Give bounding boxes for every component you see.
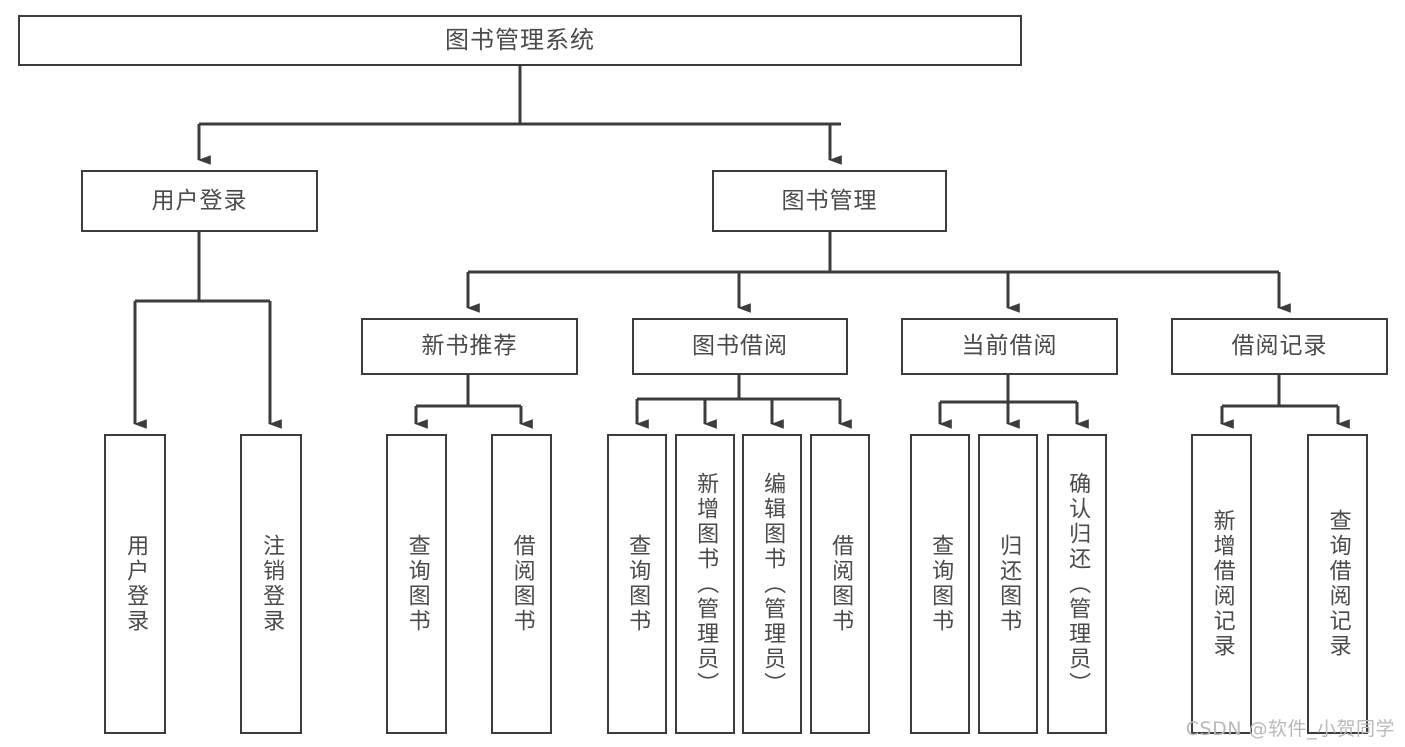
- node-leaf-query-record[interactable]: 查询借阅记录: [1307, 434, 1368, 734]
- node-leaf-add-book-label: 新增图书（管理员）: [693, 471, 719, 697]
- node-leaf-borrow-book-1-label: 借阅图书: [509, 534, 535, 634]
- csdn-watermark: CSDN @软件_小贺同学: [1185, 718, 1395, 740]
- node-leaf-query-book-3-label: 查询图书: [928, 534, 954, 634]
- node-leaf-query-record-label: 查询借阅记录: [1325, 509, 1351, 659]
- node-book-borrow[interactable]: 图书借阅: [632, 318, 848, 375]
- node-root-label: 图书管理系统: [445, 25, 595, 54]
- node-current-borrow-label: 当前借阅: [961, 333, 1058, 360]
- node-leaf-logout[interactable]: 注销登录: [240, 434, 302, 734]
- node-leaf-add-record[interactable]: 新增借阅记录: [1191, 434, 1252, 734]
- node-book-manage[interactable]: 图书管理: [712, 170, 947, 232]
- node-leaf-confirm-return-label: 确认归还（管理员）: [1065, 471, 1091, 697]
- node-borrow-record-label: 借阅记录: [1231, 333, 1328, 360]
- node-leaf-user-login[interactable]: 用户登录: [104, 434, 166, 734]
- node-borrow-record[interactable]: 借阅记录: [1171, 318, 1388, 375]
- node-leaf-logout-label: 注销登录: [259, 534, 285, 634]
- node-leaf-confirm-return[interactable]: 确认归还（管理员）: [1047, 434, 1107, 734]
- node-user-login-label: 用户登录: [151, 187, 248, 214]
- node-leaf-borrow-book-1[interactable]: 借阅图书: [491, 434, 552, 734]
- node-current-borrow[interactable]: 当前借阅: [901, 318, 1118, 375]
- node-leaf-query-book-3[interactable]: 查询图书: [910, 434, 970, 734]
- node-leaf-query-book-1-label: 查询图书: [404, 534, 430, 634]
- node-user-login[interactable]: 用户登录: [81, 170, 318, 232]
- node-new-book-rec-label: 新书推荐: [421, 333, 518, 360]
- node-book-borrow-label: 图书借阅: [692, 333, 788, 360]
- node-leaf-add-book[interactable]: 新增图书（管理员）: [675, 434, 735, 734]
- node-leaf-edit-book-label: 编辑图书（管理员）: [760, 471, 786, 697]
- node-leaf-add-record-label: 新增借阅记录: [1209, 509, 1235, 659]
- node-leaf-return-book-label: 归还图书: [996, 534, 1022, 634]
- node-leaf-borrow-book-2-label: 借阅图书: [828, 534, 854, 634]
- node-root[interactable]: 图书管理系统: [18, 15, 1022, 66]
- node-book-manage-label: 图书管理: [781, 187, 878, 214]
- node-leaf-return-book[interactable]: 归还图书: [978, 434, 1038, 734]
- node-leaf-query-book-2[interactable]: 查询图书: [607, 434, 667, 734]
- node-leaf-user-login-label: 用户登录: [123, 534, 149, 634]
- node-leaf-edit-book[interactable]: 编辑图书（管理员）: [742, 434, 802, 734]
- node-leaf-query-book-2-label: 查询图书: [625, 534, 651, 634]
- node-leaf-borrow-book-2[interactable]: 借阅图书: [810, 434, 870, 734]
- node-new-book-rec[interactable]: 新书推荐: [361, 318, 578, 375]
- node-leaf-query-book-1[interactable]: 查询图书: [386, 434, 447, 734]
